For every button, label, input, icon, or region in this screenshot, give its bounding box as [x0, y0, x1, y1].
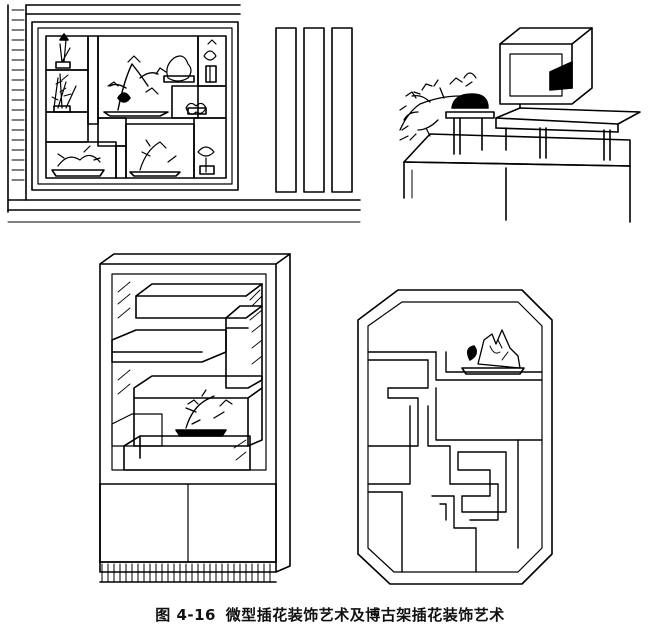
- figure-title: 微型插花装饰艺术及博古架插花装饰艺术: [225, 606, 505, 624]
- figure-caption: 图 4-16 微型插花装饰艺术及博古架插花装饰艺术: [0, 604, 660, 625]
- table-shelf-arrangement-illustration: [399, 27, 641, 223]
- figure-number: 图 4-16: [155, 606, 216, 624]
- wall-display-cabinet-illustration: [7, 4, 361, 223]
- octagonal-bogu-frame-illustration: [357, 289, 553, 585]
- bogu-cabinet-illustration: [99, 253, 291, 583]
